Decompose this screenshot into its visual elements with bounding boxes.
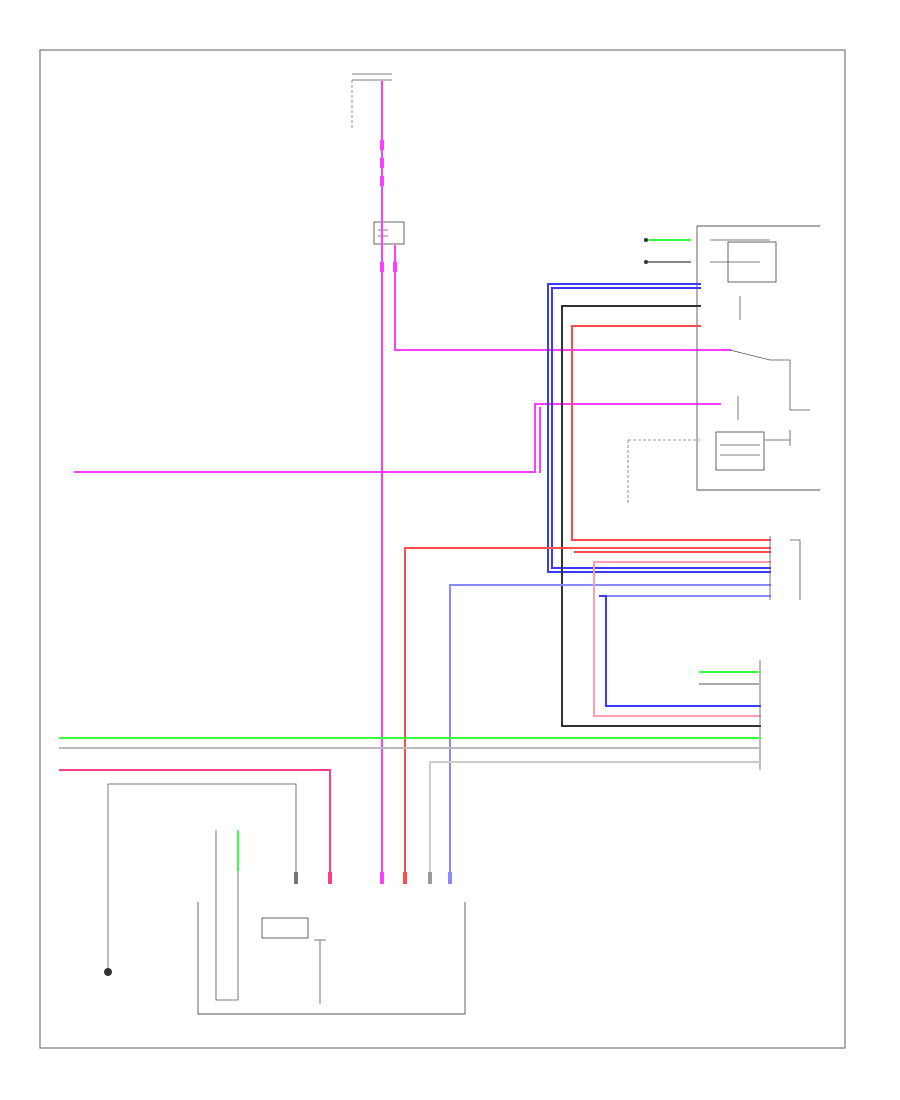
wire-blue-loop: [599, 595, 761, 707]
top-power-source: [351, 73, 392, 130]
right-switch-box: [104, 783, 466, 1015]
wire-pink-left-long: [74, 403, 721, 473]
wire-light-pink-loop: [593, 561, 771, 717]
wire-dark-gray-harness: [561, 305, 761, 727]
left-switch-box: [696, 225, 820, 491]
wire-light-blue-main: [449, 584, 771, 881]
wire-blue-outer: [547, 283, 771, 573]
wire-red-main: [404, 547, 771, 881]
right-connector-top: [769, 536, 801, 600]
diagram-frame: [39, 49, 846, 1049]
terminal-dot-2: [644, 260, 648, 264]
wire-light-gray-right: [429, 761, 761, 881]
wire-blue-inner: [551, 287, 771, 569]
connector-pins-top: [380, 140, 397, 272]
wire-pink-bottom-left: [59, 769, 331, 881]
relay-box: [373, 221, 405, 245]
wire-red-harness: [571, 325, 771, 541]
bottom-connector-pins: [294, 872, 452, 884]
terminal-dot-1: [644, 238, 648, 242]
wire-pink-branch-upper: [394, 245, 731, 351]
